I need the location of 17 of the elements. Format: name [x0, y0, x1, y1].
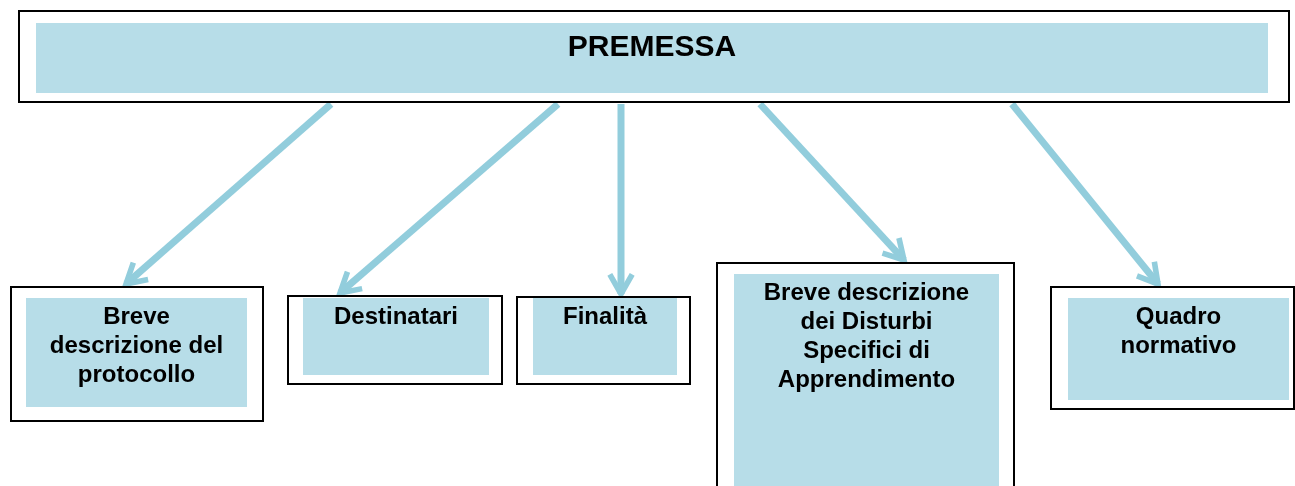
box-text: Breve descrizione dei Disturbi Specifici di Apprendimento: [762, 277, 971, 393]
arrow: [607, 104, 635, 297]
text-box: [287, 295, 503, 385]
title-text: PREMESSA: [567, 29, 737, 63]
box-text: Destinatari: [333, 301, 458, 330]
arrow: [1009, 101, 1161, 287]
arrow: [337, 101, 561, 296]
text-box: [10, 286, 264, 422]
text-box: [516, 296, 691, 385]
arrow: [123, 101, 334, 287]
box-text: Breve descrizione del protocollo: [48, 301, 225, 388]
text-box: [1050, 286, 1295, 410]
box-text: Finalità: [563, 301, 647, 330]
arrow: [757, 101, 907, 263]
box-text: Quadro normativo: [1119, 301, 1238, 359]
text-box: [18, 10, 1290, 103]
text-box: [716, 262, 1015, 486]
